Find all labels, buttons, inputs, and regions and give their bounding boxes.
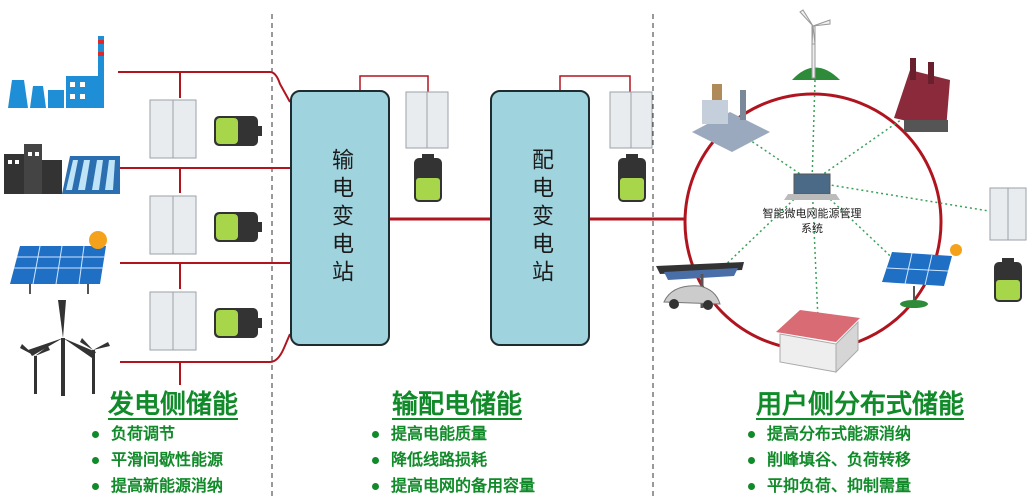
bullet-dot — [372, 457, 379, 464]
storage-unit — [149, 99, 262, 159]
list-item: 降低线路损耗 — [372, 447, 535, 473]
transmission-storage-link — [359, 75, 429, 92]
distribution-storage-link — [559, 75, 631, 92]
generation-lines — [118, 71, 291, 385]
bullet-dot — [748, 431, 755, 438]
list-item: 提高电网的备用容量 — [372, 473, 535, 499]
bullet-dot — [92, 457, 99, 464]
list-item: 提高电能质量 — [372, 421, 535, 447]
hydro-dam-icon — [4, 144, 120, 194]
section-title-transmission: 输配电储能 — [392, 390, 523, 420]
benefit-text: 提高新能源消纳 — [111, 476, 224, 495]
transmission-benefits-list: 提高电能质量 降低线路损耗 提高电网的备用容量 — [372, 421, 535, 499]
bullet-dot — [92, 431, 99, 438]
distribution-substation-label: 配电变电站 — [528, 148, 553, 288]
transmission-substation: 输电变电站 — [290, 90, 390, 346]
ems-label: 智能微电网能源管理系统 — [762, 207, 862, 235]
laptop-icon — [784, 173, 840, 200]
bullet-dot — [92, 483, 99, 490]
house-icon — [776, 310, 860, 374]
benefit-text: 平抑负荷、抑制需量 — [767, 476, 912, 495]
user-side-benefits-list: 提高分布式能源消纳 削峰填谷、负荷转移 平抑负荷、抑制需量 — [748, 421, 911, 499]
wind-turbine-icon — [792, 9, 840, 80]
list-item: 负荷调节 — [92, 421, 223, 447]
benefit-text: 平滑间歇性能源 — [111, 450, 224, 469]
ems-links — [714, 79, 996, 321]
solar-panel-icon — [10, 231, 107, 294]
transmission-substation-label: 输电变电站 — [328, 148, 353, 288]
bullet-dot — [372, 431, 379, 438]
distribution-substation: 配电变电站 — [490, 90, 590, 346]
benefit-text: 削峰填谷、负荷转移 — [767, 450, 912, 469]
storage-unit — [405, 91, 449, 202]
section-title-generation: 发电侧储能 — [108, 390, 239, 420]
list-item: 削峰填谷、负荷转移 — [748, 447, 911, 473]
storage-unit — [149, 291, 262, 351]
industrial-plant-icon — [692, 84, 770, 152]
section-title-user-side: 用户侧分布式储能 — [756, 390, 965, 420]
generation-benefits-list: 负荷调节 平滑间歇性能源 提高新能源消纳 — [92, 421, 223, 499]
storage-cabinet-icon — [989, 187, 1027, 302]
ev-charging-carport-icon — [656, 262, 744, 310]
power-plant-icon — [8, 36, 104, 108]
benefit-text: 负荷调节 — [111, 424, 176, 443]
list-item: 平抑负荷、抑制需量 — [748, 473, 911, 499]
wind-turbine-icon — [20, 300, 110, 396]
bullet-dot — [372, 483, 379, 490]
bullet-dot — [748, 483, 755, 490]
benefit-text: 降低线路损耗 — [391, 450, 488, 469]
factory-icon — [894, 58, 950, 132]
list-item: 提高分布式能源消纳 — [748, 421, 911, 447]
solar-panel-icon — [882, 244, 962, 308]
list-item: 平滑间歇性能源 — [92, 447, 223, 473]
bullet-dot — [748, 457, 755, 464]
benefit-text: 提高电能质量 — [391, 424, 488, 443]
benefit-text: 提高电网的备用容量 — [391, 476, 536, 495]
benefit-text: 提高分布式能源消纳 — [767, 424, 912, 443]
storage-unit — [149, 195, 262, 255]
list-item: 提高新能源消纳 — [92, 473, 223, 499]
storage-unit — [609, 91, 653, 202]
